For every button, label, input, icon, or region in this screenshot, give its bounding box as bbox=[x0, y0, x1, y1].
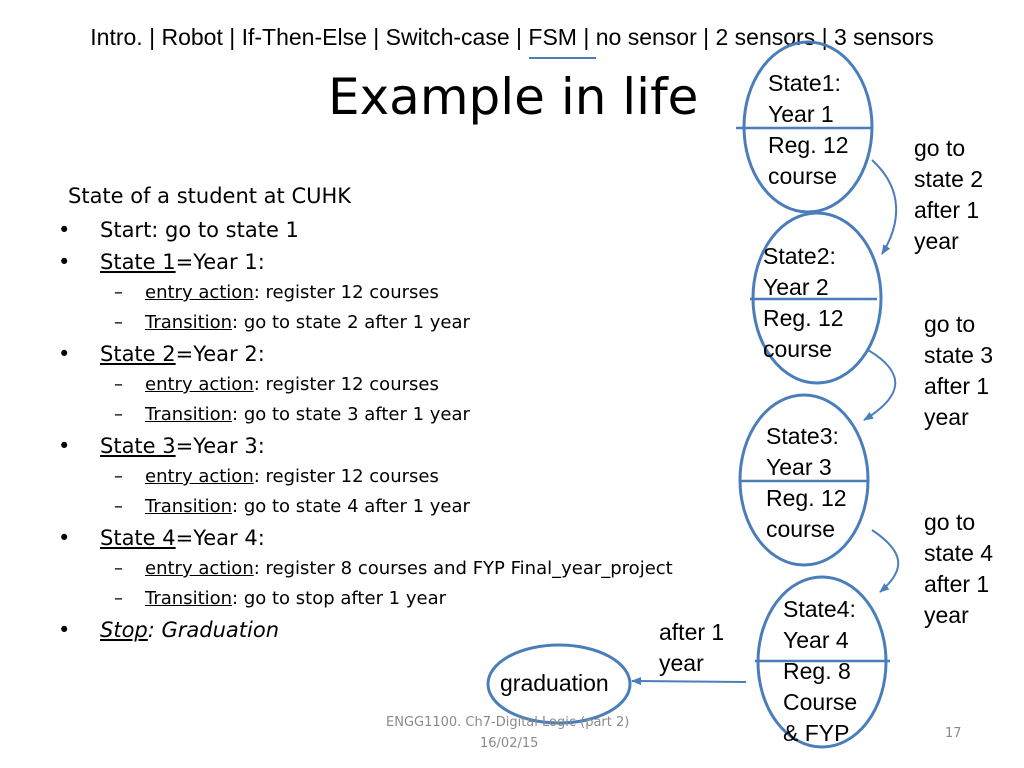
sub-entry-3: –entry action: register 12 courses bbox=[58, 462, 673, 492]
state-name: State 1 bbox=[100, 250, 176, 274]
transition-arrow-2 bbox=[863, 349, 897, 421]
final-transition-label: after 1 year bbox=[659, 619, 725, 676]
bullet-state-3: •State 3=Year 3: bbox=[58, 430, 673, 462]
state-name: State 2 bbox=[100, 342, 176, 366]
sub-transition-3: –Transition: go to state 4 after 1 year bbox=[58, 492, 673, 522]
bullet-state-4: •State 4=Year 4: bbox=[58, 522, 673, 554]
nav-item[interactable]: no sensor bbox=[595, 24, 697, 50]
transition-label-2: go to state 3 after 1 year bbox=[924, 311, 994, 430]
bullet-state-2: •State 2=Year 2: bbox=[58, 338, 673, 370]
nav-separator: | bbox=[142, 24, 162, 50]
dash: – bbox=[114, 374, 123, 395]
sub-transition-4: –Transition: go to stop after 1 year bbox=[58, 584, 673, 614]
state-name: State 3 bbox=[100, 434, 176, 458]
nav-separator: | bbox=[366, 24, 386, 50]
nav-separator: | bbox=[576, 24, 596, 50]
bullet-state-1: •State 1=Year 1: bbox=[58, 246, 673, 278]
state-1-label: State1: Year 1 Reg. 12 course bbox=[768, 70, 849, 189]
bullet-dot: • bbox=[58, 434, 71, 458]
transition-arrow-1 bbox=[871, 159, 898, 255]
dash: – bbox=[114, 312, 123, 333]
graduation-label: graduation bbox=[500, 670, 609, 696]
nav-active-underline bbox=[529, 57, 596, 59]
sub-entry-2: –entry action: register 12 courses bbox=[58, 370, 673, 400]
dash: – bbox=[114, 404, 123, 425]
nav-item[interactable]: 3 sensors bbox=[833, 24, 934, 50]
dash: – bbox=[114, 496, 123, 517]
nav-separator: | bbox=[696, 24, 716, 50]
transition-label-1: go to state 2 after 1 year bbox=[914, 135, 984, 254]
list-heading: State of a student at CUHK bbox=[68, 184, 352, 208]
bullet-dot: • bbox=[58, 342, 71, 366]
dash: – bbox=[114, 282, 123, 303]
bullet-start: •Start: go to state 1 bbox=[58, 214, 673, 246]
nav-item[interactable]: If-Then-Else bbox=[241, 24, 367, 50]
transition-label-3: go to state 4 after 1 year bbox=[924, 509, 994, 628]
footer-course: ENGG1100. Ch7-Digital Logic (part 2) bbox=[386, 715, 630, 730]
sub-transition-2: –Transition: go to state 3 after 1 year bbox=[58, 400, 673, 430]
final-transition-arrow bbox=[631, 677, 747, 686]
bullet-dot: • bbox=[58, 526, 71, 550]
page-number: 17 bbox=[945, 726, 962, 741]
nav-separator: | bbox=[222, 24, 242, 50]
graduation-circle bbox=[486, 643, 632, 725]
dash: – bbox=[114, 588, 123, 609]
state-2-label: State2: Year 2 Reg. 12 course bbox=[763, 243, 844, 362]
footer-date: 16/02/15 bbox=[480, 736, 539, 751]
dash: – bbox=[114, 466, 123, 487]
sub-transition-1: –Transition: go to state 2 after 1 year bbox=[58, 308, 673, 338]
bullet-stop: •Stop: Graduation bbox=[58, 614, 673, 646]
dash: – bbox=[114, 558, 123, 579]
bullet-dot: • bbox=[58, 618, 71, 642]
state-4-label: State4: Year 4 Reg. 8 Course & FYP bbox=[783, 596, 858, 746]
nav-item[interactable]: 2 sensors bbox=[715, 24, 816, 50]
nav-item[interactable]: Robot bbox=[161, 24, 223, 50]
nav-item[interactable]: Switch-case bbox=[385, 24, 510, 50]
bullet-dot: • bbox=[58, 218, 71, 242]
transition-arrow-3 bbox=[871, 529, 900, 593]
nav-bar: Intro. | Robot | If-Then-Else | Switch-c… bbox=[0, 24, 1024, 51]
state-name: State 4 bbox=[100, 526, 176, 550]
bullet-list: State of a student at CUHK •Start: go to… bbox=[58, 180, 673, 646]
nav-separator: | bbox=[509, 24, 529, 50]
nav-item[interactable]: Intro. bbox=[90, 24, 143, 50]
state-3-label: State3: Year 3 Reg. 12 course bbox=[766, 423, 847, 542]
sub-entry-4: –entry action: register 8 courses and FY… bbox=[58, 554, 673, 584]
nav-item-active[interactable]: FSM bbox=[528, 24, 577, 50]
nav-separator: | bbox=[815, 24, 834, 50]
bullet-dot: • bbox=[58, 250, 71, 274]
slide-title: Example in life bbox=[328, 68, 699, 126]
sub-entry-1: –entry action: register 12 courses bbox=[58, 278, 673, 308]
